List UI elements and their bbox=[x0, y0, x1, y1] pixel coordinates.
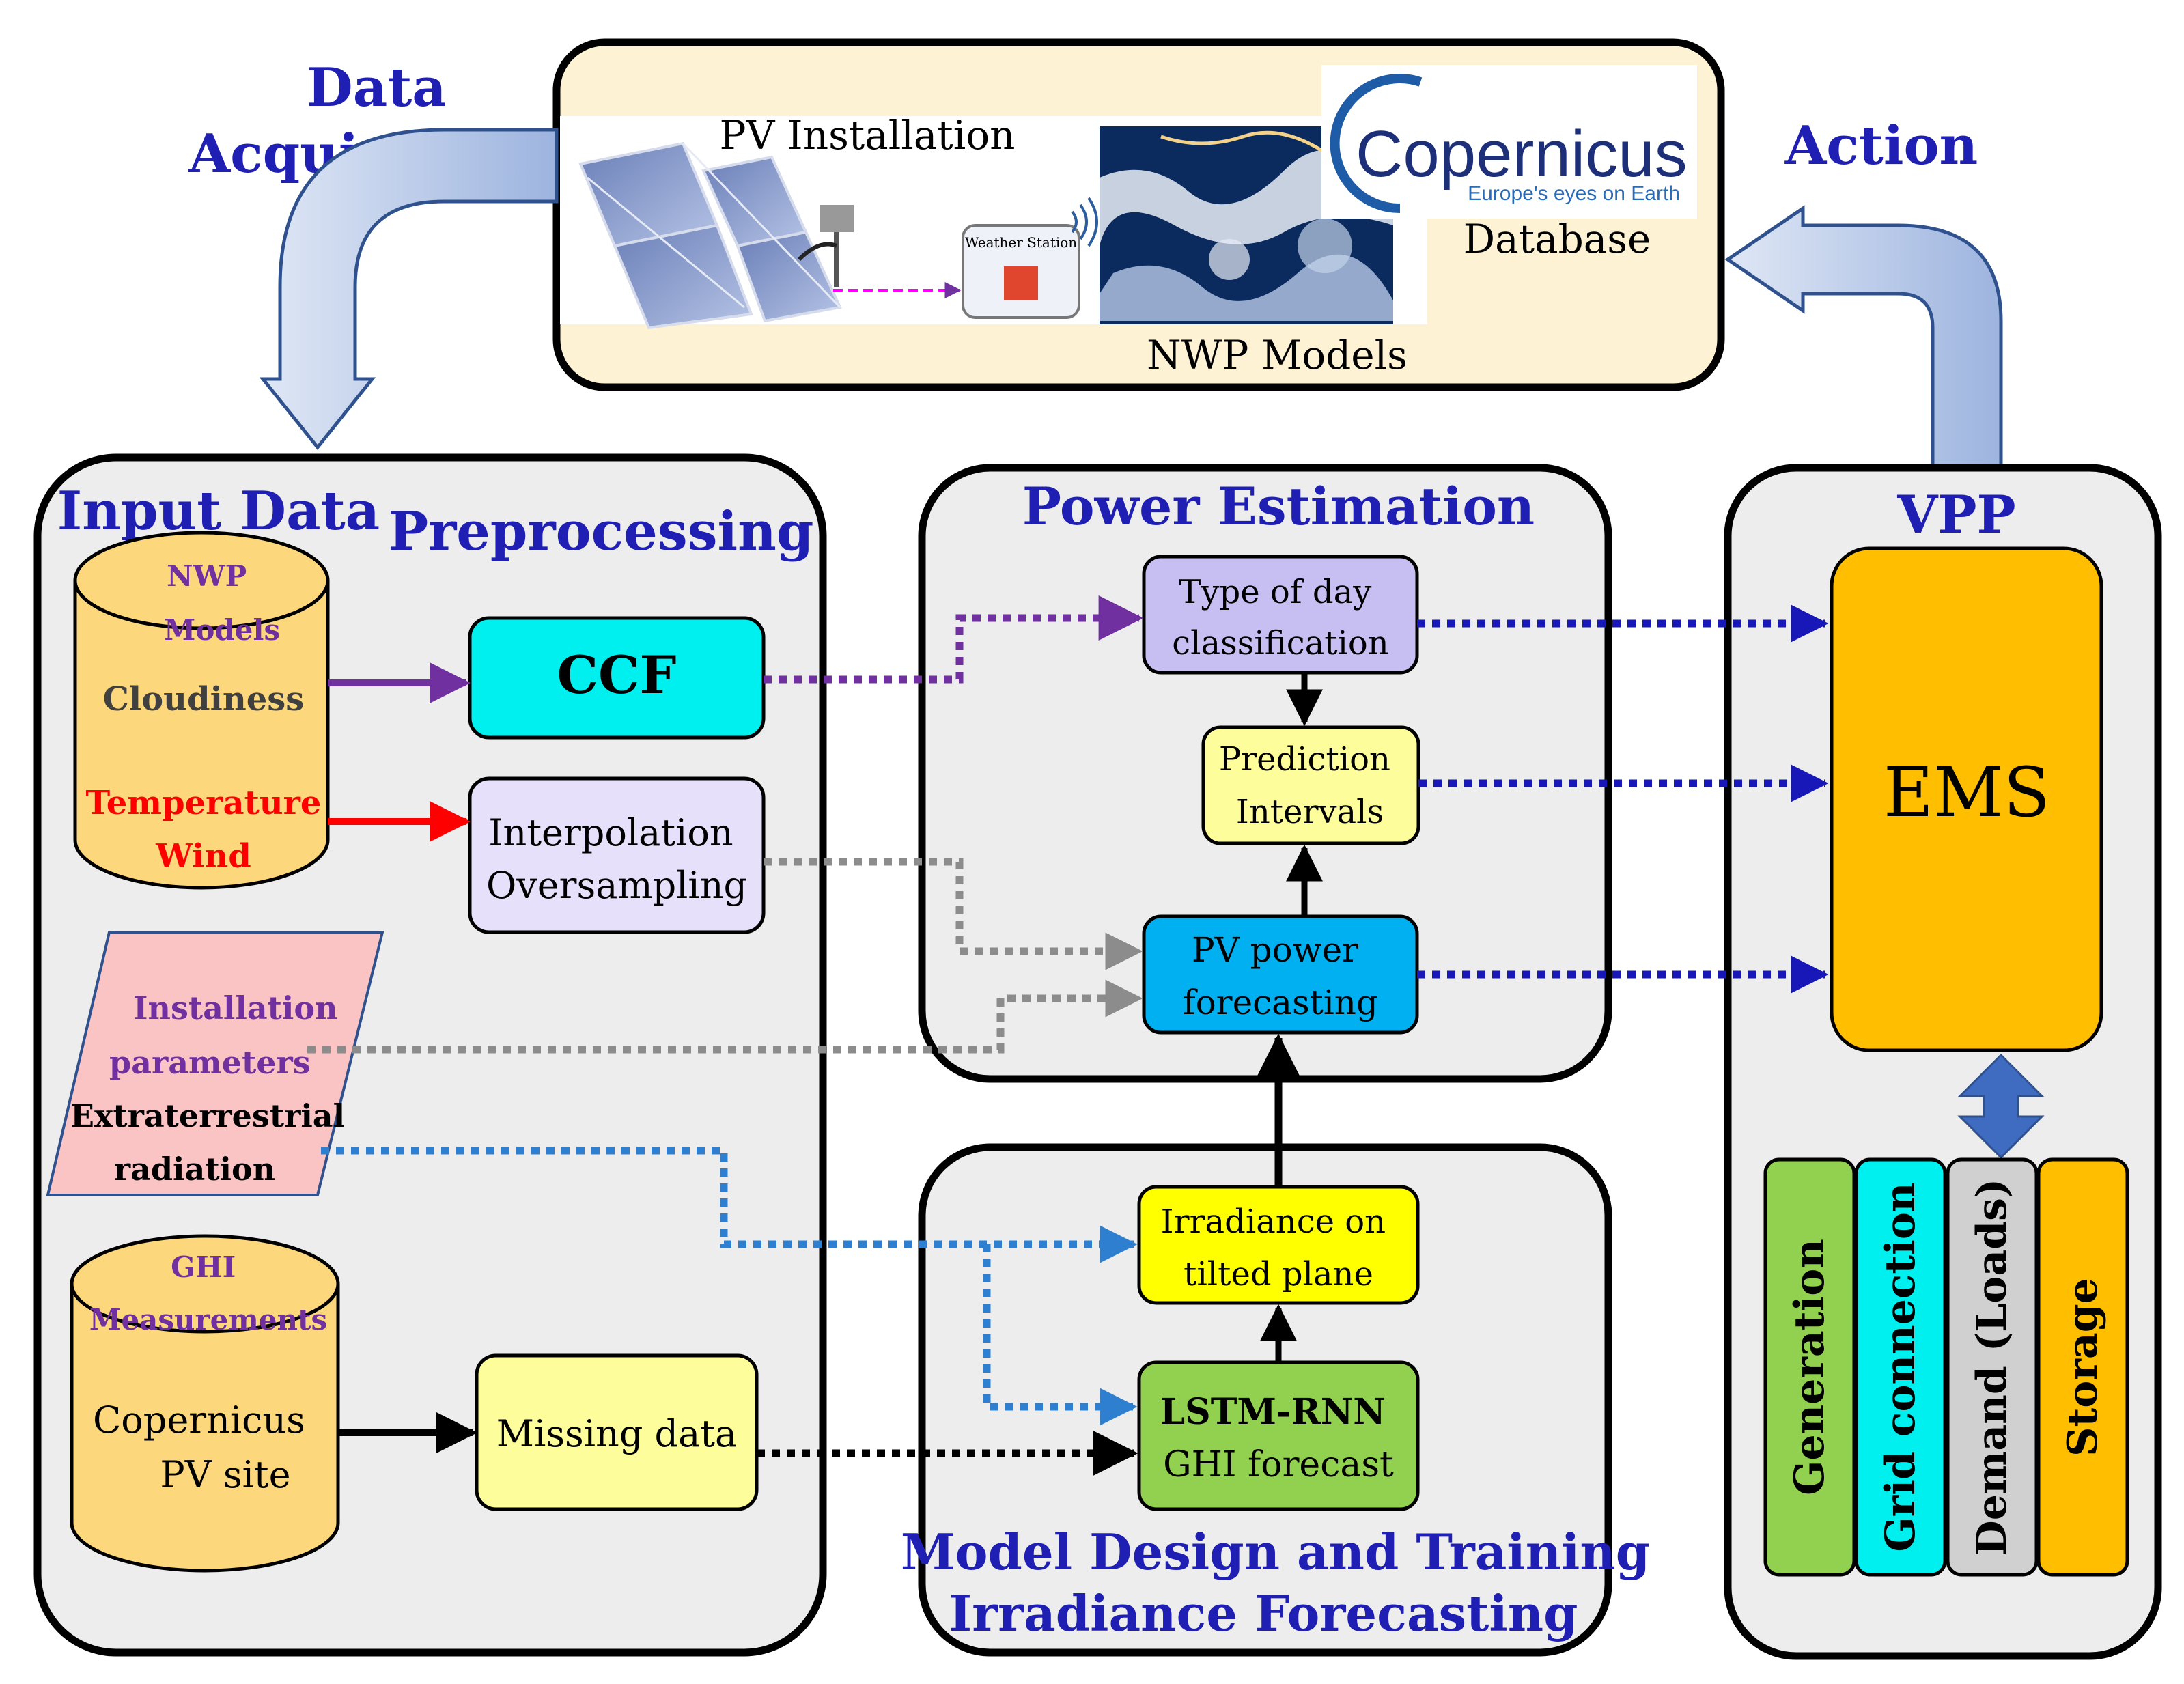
database-label: Database bbox=[1464, 216, 1651, 262]
storage-label: Storage bbox=[2059, 1278, 2107, 1457]
pv-power-forecasting-label: PV power forecasting bbox=[1183, 930, 1378, 1022]
lstm-rnn-label: LSTM-RNN GHI forecast bbox=[1160, 1391, 1397, 1485]
model-design-title: Model Design and Training Irradiance For… bbox=[901, 1523, 1667, 1642]
installation-parameters-label: Installation parameters bbox=[109, 990, 349, 1081]
demand-loads-column bbox=[1946, 1157, 2039, 1577]
ghi-measurements-cylinder bbox=[70, 1234, 340, 1573]
missing-data-label: Missing data bbox=[496, 1412, 737, 1455]
generation-label: Generation bbox=[1786, 1239, 1834, 1496]
prediction-intervals-label: Prediction Intervals bbox=[1219, 740, 1401, 831]
ccf-label: CCF bbox=[557, 645, 677, 705]
ghi-cylinder-body: Copernicus PV site bbox=[93, 1399, 317, 1496]
interpolation-label: Interpolation Oversampling bbox=[486, 811, 747, 907]
action-arrow bbox=[1724, 205, 2003, 470]
wifi-icon bbox=[1071, 197, 1098, 247]
weather-station-chip-icon bbox=[1004, 266, 1038, 300]
grid-connection-label: Grid connection bbox=[1877, 1182, 1924, 1552]
wind-label: Wind bbox=[155, 837, 251, 875]
power-estimation-title: Power Estimation bbox=[1022, 476, 1535, 537]
sensor-mast-icon bbox=[797, 205, 854, 287]
nwp-cylinder-title: NWP Models bbox=[164, 559, 280, 647]
type-of-day-label: Type of day classification bbox=[1172, 573, 1388, 662]
copernicus-tagline: Europe's eyes on Earth bbox=[1468, 182, 1680, 205]
copernicus-logo-box bbox=[1321, 65, 1697, 219]
preprocessing-title: Preprocessing bbox=[389, 501, 814, 563]
vpp-title: VPP bbox=[1896, 484, 2015, 545]
interpolation-to-pv-power-connector bbox=[764, 858, 1143, 970]
extraterrestrial-radiation-label: Extraterrestrial radiation bbox=[70, 1097, 356, 1188]
irradiance-tilted-label: Irradiance on tilted plane bbox=[1161, 1203, 1397, 1293]
generation-column bbox=[1763, 1157, 1856, 1577]
data-acquisition-arrow bbox=[259, 128, 559, 451]
lstm-rnn-box bbox=[1137, 1360, 1420, 1511]
copernicus-logo-text: Copernicus bbox=[1356, 117, 1688, 191]
installation-parameters-shape bbox=[46, 931, 384, 1196]
nwp-models-cylinder bbox=[73, 531, 330, 890]
ems-label: EMS bbox=[1884, 753, 2050, 832]
pv-panels-icon bbox=[578, 141, 842, 330]
cloudiness-label: Cloudiness bbox=[103, 680, 305, 718]
ems-box bbox=[1830, 546, 2103, 1052]
storage-column bbox=[2036, 1157, 2129, 1577]
installation-to-pv-power-connector bbox=[307, 979, 1143, 1054]
ems-components-double-arrow bbox=[1957, 1053, 2045, 1160]
copernicus-arc-icon bbox=[1330, 74, 1423, 214]
demand-loads-label: Demand (Loads) bbox=[1968, 1179, 2016, 1556]
temperature-label: Temperature bbox=[86, 784, 322, 822]
pv-installation-label: PV Installation bbox=[719, 112, 1015, 158]
action-title: Action bbox=[1784, 115, 1978, 177]
weather-station-label: Weather Station bbox=[965, 234, 1077, 251]
extraterrestrial-to-lstm-connector bbox=[983, 1244, 1138, 1426]
ccf-to-type-of-day-connector bbox=[764, 595, 1144, 684]
interpolation-box bbox=[468, 776, 766, 934]
nwp-models-label: NWP Models bbox=[1147, 332, 1408, 378]
ghi-cylinder-title: GHI Measurements bbox=[89, 1250, 327, 1336]
extraterrestrial-to-irradiance-connector bbox=[321, 1147, 1138, 1263]
grid-connection-column bbox=[1854, 1157, 1947, 1577]
type-of-day-box bbox=[1142, 555, 1419, 675]
